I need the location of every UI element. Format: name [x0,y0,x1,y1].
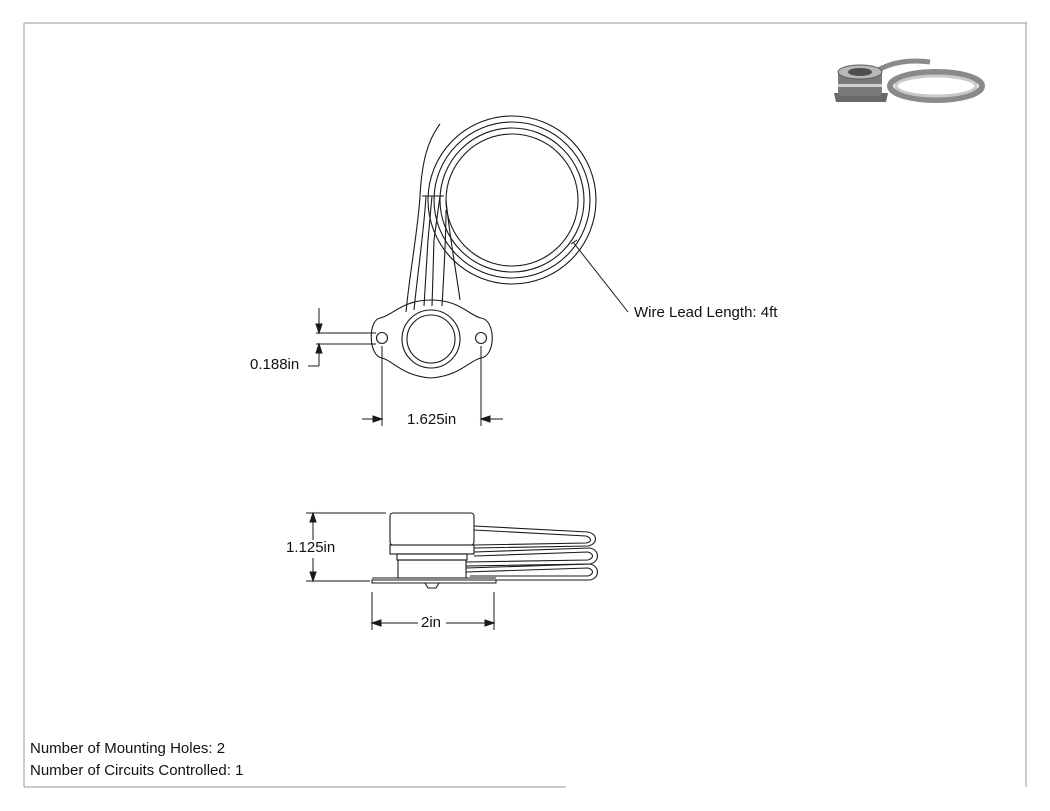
note-circuits: Number of Circuits Controlled: 1 [30,762,244,779]
wire-lead-leader [570,239,629,313]
hole-diameter-label: 0.188in [250,356,300,373]
sheet-border [23,22,1027,788]
top-view [370,115,597,379]
side-view [371,512,599,589]
dim-width [370,592,496,630]
hole-spacing-label: 1.625in [407,411,457,428]
mounting-hole-right [474,331,488,345]
mounting-flange [370,299,493,379]
wire-lead-label: Wire Lead Length: 4ft [634,304,778,321]
note-mounting-holes: Number of Mounting Holes: 2 [30,740,226,757]
sensor-cap-inner [406,314,456,364]
wire-coil-outer [427,115,597,285]
wire-coil-inner [445,133,579,267]
sensor-cap-side [389,512,475,546]
height-label: 1.125in [286,539,336,556]
dim-hole-spacing [362,346,503,426]
dim-height [306,511,386,583]
mounting-hole-left [375,331,389,345]
sensor-cap-outer [401,309,461,369]
width-label: 2in [421,614,442,631]
isometric-view [834,58,985,103]
mounting-flange-side [371,579,497,584]
dim-hole-diameter [308,308,376,367]
